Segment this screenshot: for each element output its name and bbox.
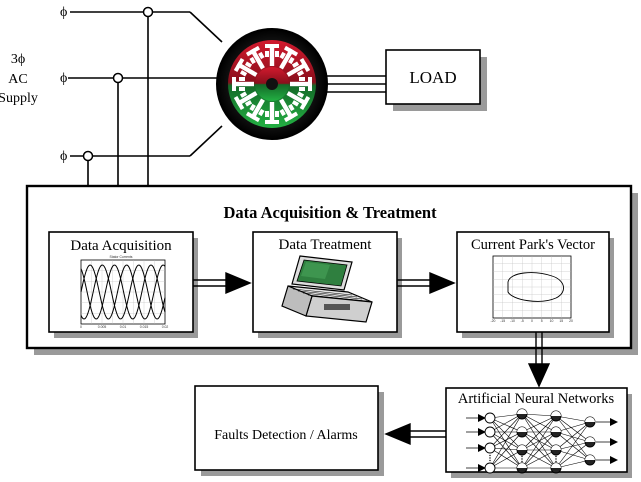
neuron-node bbox=[484, 442, 496, 454]
mini-plot-b-tick: -5 bbox=[521, 319, 524, 323]
mini-plot-b-tick: -20 bbox=[491, 319, 496, 323]
treatment-label: Data Treatment bbox=[279, 237, 373, 253]
mini-plot-b-tick: -10 bbox=[510, 319, 515, 323]
laptop-icon bbox=[281, 255, 373, 323]
mini-plot-b-tick: -15 bbox=[500, 319, 505, 323]
load-label: LOAD bbox=[409, 68, 456, 87]
neuron-node bbox=[484, 426, 496, 438]
parks-vector-label: Current Park's Vector bbox=[471, 237, 595, 253]
mini-plot-a-tick: 0.01 bbox=[120, 325, 127, 329]
mini-plot-a-title: Stator Currents bbox=[110, 255, 133, 259]
stator-currents-plot: Stator Currents 0 0.005 0.01 0.015 0.02 bbox=[80, 255, 168, 329]
mini-plot-a-tick: 0.02 bbox=[162, 325, 169, 329]
main-box-title: Data Acquisition & Treatment bbox=[223, 203, 437, 222]
faults-label: Faults Detection / Alarms bbox=[214, 428, 357, 443]
mini-plot-b-tick: 5 bbox=[541, 319, 543, 323]
supply-label-line3: Supply bbox=[0, 91, 38, 106]
flow-arrows bbox=[193, 271, 551, 446]
supply-label-line1: 3ϕ bbox=[11, 52, 25, 67]
supply-label-line2: AC bbox=[8, 72, 27, 87]
neural-network-icon bbox=[466, 408, 618, 474]
tap-nodes bbox=[82, 6, 154, 162]
phase-symbol-3: ϕ bbox=[60, 149, 67, 164]
mini-plot-a-tick: 0 bbox=[80, 325, 82, 329]
acquisition-label: Data Acquisition bbox=[70, 238, 172, 254]
mini-plot-b-tick: 15 bbox=[559, 319, 563, 323]
neuron-node bbox=[484, 412, 496, 424]
mini-plot-b-tick: 20 bbox=[569, 319, 573, 323]
parks-vector-plot: -20 -15 -10 -5 0 5 10 15 20 bbox=[491, 255, 573, 323]
mini-plot-a-tick: 0.015 bbox=[140, 325, 149, 329]
faults-block bbox=[194, 385, 379, 471]
mini-plot-b-tick: 10 bbox=[550, 319, 554, 323]
phase-symbol-2: ϕ bbox=[60, 71, 67, 86]
ann-label: Artificial Neural Networks bbox=[458, 391, 615, 407]
mini-plot-b-tick: 0 bbox=[531, 319, 533, 323]
load-box bbox=[385, 49, 481, 105]
mini-plot-a-tick: 0.005 bbox=[98, 325, 107, 329]
phase-symbol-1: ϕ bbox=[60, 5, 67, 20]
neuron-node bbox=[484, 462, 496, 474]
motor-icon bbox=[216, 28, 328, 140]
phase-current-curve bbox=[80, 264, 166, 320]
motor-shaft bbox=[327, 75, 386, 93]
phase-current-curve bbox=[80, 264, 166, 320]
